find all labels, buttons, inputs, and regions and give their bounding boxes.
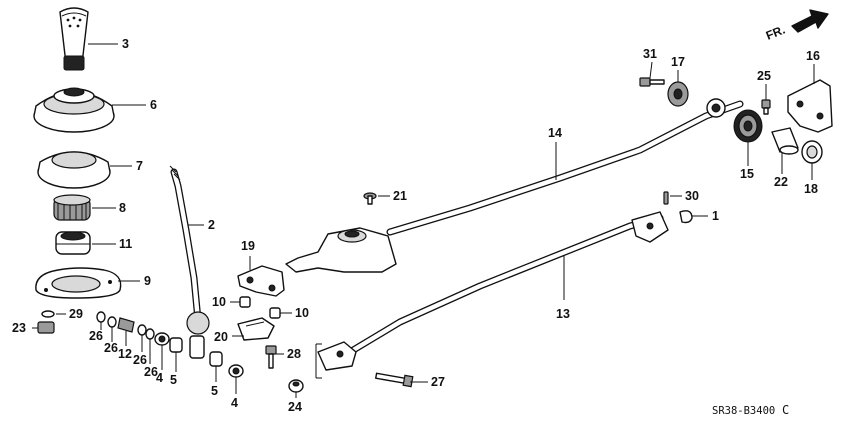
callout-22: 22 — [774, 175, 788, 189]
shift-knob — [59, 7, 89, 71]
callout-10-b: 10 — [295, 306, 309, 320]
washer-small-b — [107, 316, 117, 328]
bolt-31 — [639, 77, 665, 87]
washer-small-a — [96, 311, 106, 323]
clip-1 — [679, 210, 693, 224]
callout-12: 12 — [118, 347, 132, 361]
callout-31: 31 — [643, 47, 657, 61]
callout-6: 6 — [150, 98, 157, 112]
bushing-ring — [53, 194, 91, 221]
callout-26-b: 26 — [104, 341, 118, 355]
callout-19: 19 — [241, 239, 255, 253]
bolt-27 — [375, 372, 414, 388]
bracket-16 — [787, 79, 833, 133]
pin-21 — [363, 192, 377, 205]
callout-14: 14 — [548, 126, 562, 140]
grommet-17 — [667, 81, 689, 107]
callout-2: 2 — [208, 218, 215, 232]
washer-18 — [801, 140, 823, 164]
callout-1: 1 — [712, 209, 719, 223]
callout-10-a: 10 — [212, 295, 226, 309]
callout-5-b: 5 — [211, 384, 218, 398]
callout-28: 28 — [287, 347, 301, 361]
callout-17: 17 — [671, 55, 685, 69]
shift-rod-lower — [317, 211, 669, 371]
reference-code: SR38-B3400 — [712, 405, 775, 417]
collar — [117, 317, 135, 333]
joint-arm — [237, 265, 285, 297]
pin-30 — [663, 191, 669, 205]
shift-rod-upper — [285, 98, 744, 273]
bolt-28 — [265, 345, 277, 369]
bushing-cap-b — [209, 351, 223, 367]
rubber-cap-24 — [288, 379, 304, 393]
callout-26-a: 26 — [89, 329, 103, 343]
callout-13: 13 — [556, 307, 570, 321]
callout-23: 23 — [12, 321, 26, 335]
front-direction-label: FR. — [764, 23, 787, 43]
bushing — [55, 231, 91, 255]
clip-bracket-joint — [315, 343, 322, 379]
callout-20: 20 — [214, 330, 228, 344]
callout-15: 15 — [740, 167, 754, 181]
bolt-25 — [761, 99, 771, 115]
bushing-10b — [269, 307, 281, 319]
bushing-10a — [239, 296, 251, 308]
callout-29: 29 — [69, 307, 83, 321]
callout-30: 30 — [685, 189, 699, 203]
collar-22 — [771, 127, 799, 155]
callout-26-d: 26 — [144, 365, 158, 379]
callout-16: 16 — [806, 49, 820, 63]
bushing-ring-a — [154, 332, 170, 346]
small-washer — [41, 310, 55, 318]
leader-line — [649, 61, 653, 79]
bushing-ring-b — [228, 364, 244, 378]
callout-9: 9 — [144, 274, 151, 288]
callout-4-b: 4 — [231, 396, 238, 410]
callout-27: 27 — [431, 375, 445, 389]
callout-7: 7 — [136, 159, 143, 173]
callout-3: 3 — [122, 37, 129, 51]
reference-suffix: C — [782, 403, 789, 417]
washer-small-d — [145, 328, 155, 340]
callout-4-a: 4 — [156, 371, 163, 385]
washer-small-c — [137, 324, 147, 336]
callout-18: 18 — [804, 182, 818, 196]
base-plate — [35, 267, 122, 299]
callout-21: 21 — [393, 189, 407, 203]
nut — [37, 321, 55, 334]
shift-lever — [169, 165, 210, 359]
callout-26-c: 26 — [133, 353, 147, 367]
boot-retainer-plate — [37, 151, 111, 189]
shift-boot — [33, 87, 115, 133]
bushing-cap-a — [169, 337, 183, 353]
callout-11: 11 — [119, 237, 132, 251]
boot-15 — [733, 109, 763, 143]
bracket-clip — [237, 317, 275, 341]
callout-24: 24 — [288, 400, 302, 414]
callout-8: 8 — [119, 201, 126, 215]
callout-5-a: 5 — [170, 373, 177, 387]
callout-25: 25 — [757, 69, 771, 83]
front-direction-arrow — [791, 9, 829, 33]
